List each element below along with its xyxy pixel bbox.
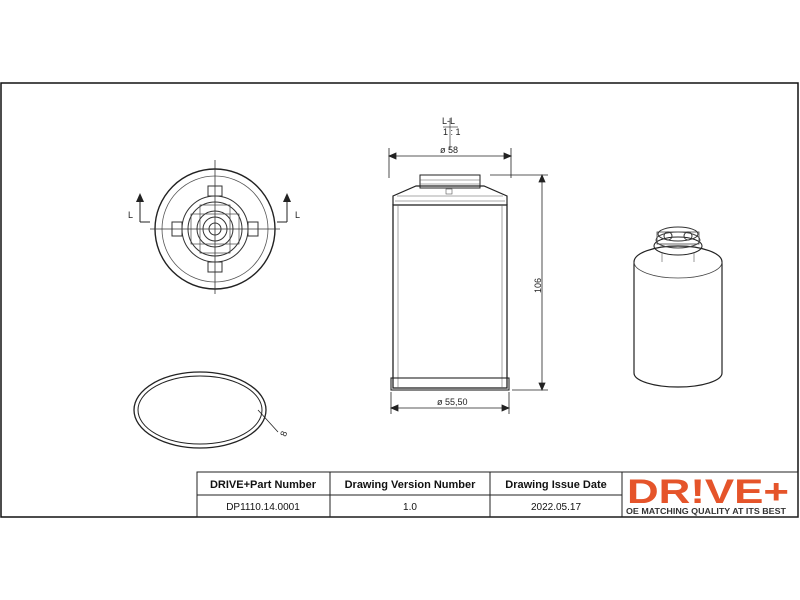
section-marker-left-label: L <box>128 210 133 220</box>
height-label: 106 <box>533 278 543 293</box>
title-block <box>196 471 799 518</box>
value-issue-date: 2022.05.17 <box>531 502 581 513</box>
bottom-diameter-label: ø 55,50 <box>437 397 468 407</box>
oring-callout-label: 8 <box>278 430 289 438</box>
header-issue-date: Drawing Issue Date <box>505 479 606 491</box>
top-view <box>150 160 280 294</box>
logo-tagline: OE MATCHING QUALITY AT ITS BEST <box>626 506 787 516</box>
value-drawing-version: 1.0 <box>403 502 417 513</box>
side-view <box>390 174 510 391</box>
drive-plus-logo: DR!VE+ <box>627 473 789 511</box>
dimension-height <box>490 173 548 392</box>
isometric-view <box>633 226 723 388</box>
drawing-frame <box>0 82 799 518</box>
section-label-top: L-L <box>442 116 455 126</box>
section-marker-right <box>277 193 291 223</box>
value-part-number: DP1110.14.0001 <box>226 502 300 513</box>
section-marker-right-label: L <box>295 210 300 220</box>
header-drawing-version: Drawing Version Number <box>345 479 477 491</box>
top-diameter-label: ø 58 <box>440 145 458 155</box>
header-part-number: DRIVE+Part Number <box>210 479 317 491</box>
section-label-bottom: 1 : 1 <box>443 127 461 137</box>
section-marker-left <box>136 193 150 223</box>
dimension-top-diameter <box>387 118 513 178</box>
oring-view <box>133 371 279 449</box>
dimension-bottom-diameter <box>389 392 511 414</box>
